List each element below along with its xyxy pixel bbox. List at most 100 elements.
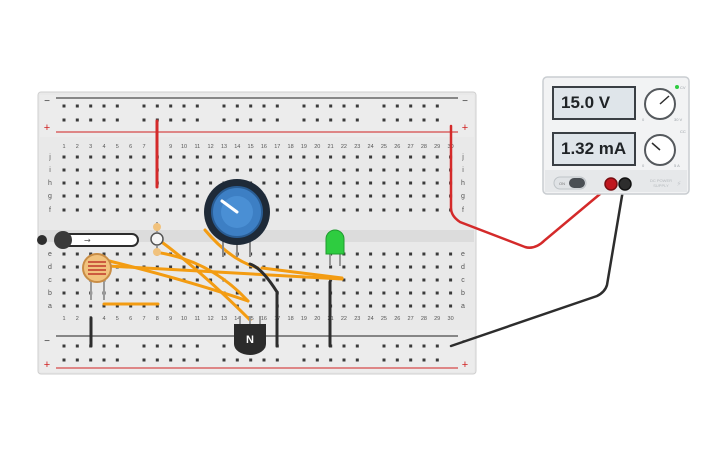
breadboard-hole[interactable] [355,181,359,185]
rail-hole[interactable] [275,358,279,362]
breadboard-hole[interactable] [355,265,359,269]
rail-hole[interactable] [115,104,119,108]
breadboard-hole[interactable] [75,208,79,212]
npn-transistor[interactable]: N [234,316,266,355]
breadboard-hole[interactable] [249,278,253,282]
rail-hole[interactable] [235,104,239,108]
breadboard-hole[interactable] [102,252,106,256]
breadboard-hole[interactable] [235,291,239,295]
red-supply-wire[interactable] [449,124,614,249]
slide-switch[interactable]: → [37,231,139,249]
rail-hole[interactable] [315,118,319,122]
rail-hole[interactable] [275,118,279,122]
breadboard-hole[interactable] [142,168,146,172]
rail-hole[interactable] [142,344,146,348]
breadboard-hole[interactable] [195,304,199,308]
breadboard-hole[interactable] [395,265,399,269]
rail-hole[interactable] [395,104,399,108]
breadboard-hole[interactable] [275,181,279,185]
breadboard-hole[interactable] [409,168,413,172]
rail-hole[interactable] [422,104,426,108]
rail-hole[interactable] [142,104,146,108]
breadboard-hole[interactable] [275,278,279,282]
breadboard-hole[interactable] [435,265,439,269]
rail-hole[interactable] [342,344,346,348]
breadboard-hole[interactable] [449,278,453,282]
breadboard-hole[interactable] [209,265,213,269]
rail-hole[interactable] [382,104,386,108]
breadboard-hole[interactable] [342,304,346,308]
breadboard-hole[interactable] [222,168,226,172]
power-switch-knob[interactable] [569,178,585,188]
breadboard-hole[interactable] [369,304,373,308]
breadboard-hole[interactable] [129,208,133,212]
breadboard-hole[interactable] [355,208,359,212]
breadboard-hole[interactable] [355,155,359,159]
rail-hole[interactable] [182,358,186,362]
breadboard-hole[interactable] [435,155,439,159]
rail-hole[interactable] [115,358,119,362]
breadboard-hole[interactable] [75,291,79,295]
breadboard-hole[interactable] [435,304,439,308]
breadboard-hole[interactable] [315,194,319,198]
breadboard-hole[interactable] [169,181,173,185]
rail-hole[interactable] [315,104,319,108]
breadboard-hole[interactable] [369,265,373,269]
breadboard-hole[interactable] [155,208,159,212]
breadboard-hole[interactable] [289,168,293,172]
rail-hole[interactable] [142,118,146,122]
breadboard-hole[interactable] [129,252,133,256]
rail-hole[interactable] [409,118,413,122]
breadboard-hole[interactable] [422,265,426,269]
rail-hole[interactable] [89,104,93,108]
breadboard-hole[interactable] [209,252,213,256]
breadboard-hole[interactable] [329,208,333,212]
breadboard-hole[interactable] [262,278,266,282]
breadboard-hole[interactable] [395,181,399,185]
rail-hole[interactable] [315,344,319,348]
rail-hole[interactable] [155,358,159,362]
breadboard-hole[interactable] [262,291,266,295]
breadboard-hole[interactable] [315,181,319,185]
transistor-body[interactable] [234,324,266,355]
breadboard-hole[interactable] [382,194,386,198]
rail-hole[interactable] [262,118,266,122]
breadboard-hole[interactable] [382,155,386,159]
breadboard-hole[interactable] [182,194,186,198]
breadboard-hole[interactable] [382,252,386,256]
breadboard-hole[interactable] [409,265,413,269]
breadboard-hole[interactable] [249,155,253,159]
breadboard-hole[interactable] [62,265,66,269]
breadboard-hole[interactable] [102,304,106,308]
breadboard-hole[interactable] [102,168,106,172]
breadboard-hole[interactable] [262,181,266,185]
breadboard-hole[interactable] [182,291,186,295]
breadboard-hole[interactable] [409,291,413,295]
breadboard-hole[interactable] [182,265,186,269]
breadboard-hole[interactable] [315,304,319,308]
breadboard-hole[interactable] [395,168,399,172]
breadboard-hole[interactable] [195,252,199,256]
green-led[interactable] [325,229,345,266]
breadboard-hole[interactable] [409,252,413,256]
rail-hole[interactable] [409,104,413,108]
breadboard-hole[interactable] [449,291,453,295]
rail-hole[interactable] [235,118,239,122]
rail-hole[interactable] [155,344,159,348]
breadboard-hole[interactable] [369,194,373,198]
breadboard-hole[interactable] [395,252,399,256]
breadboard-hole[interactable] [129,278,133,282]
rail-hole[interactable] [395,118,399,122]
breadboard-hole[interactable] [235,168,239,172]
rail-hole[interactable] [342,104,346,108]
rail-hole[interactable] [382,358,386,362]
breadboard-hole[interactable] [449,304,453,308]
breadboard-hole[interactable] [435,291,439,295]
breadboard-hole[interactable] [89,208,93,212]
breadboard-hole[interactable] [169,168,173,172]
breadboard-hole[interactable] [342,194,346,198]
rail-hole[interactable] [102,118,106,122]
breadboard-hole[interactable] [289,155,293,159]
breadboard-hole[interactable] [275,208,279,212]
